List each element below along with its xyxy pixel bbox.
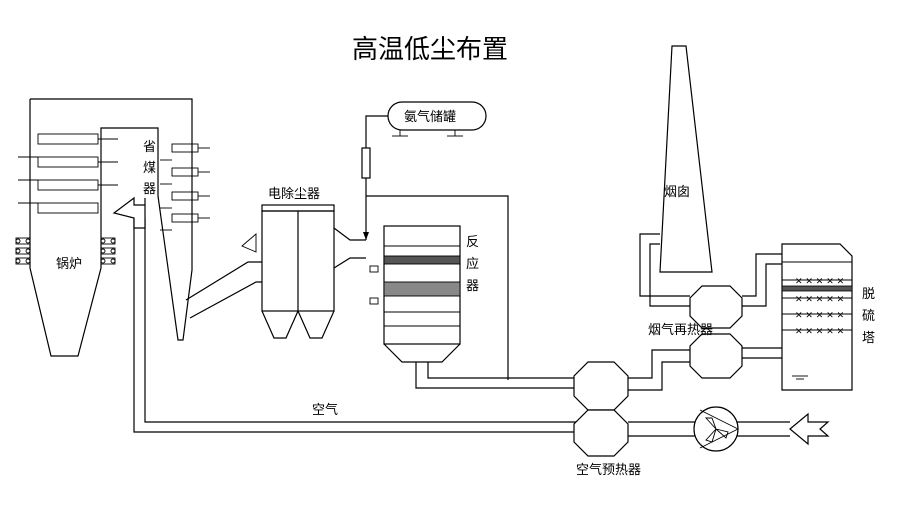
reheater-to-tower-duct	[742, 253, 782, 359]
economizer-to-esp-duct	[185, 233, 262, 319]
boiler-label: 锅炉	[56, 256, 82, 272]
air-label: 空气	[312, 402, 338, 418]
air-duct: 空气	[312, 402, 830, 452]
aph-to-reheater-duct	[628, 349, 690, 391]
svg-text:✕ ✕ ✕ ✕ ✕: ✕ ✕ ✕ ✕ ✕	[795, 327, 844, 337]
air-preheater: 空气预热器	[573, 361, 641, 478]
desulfurization-tower: ✕ ✕ ✕ ✕ ✕ ✕ ✕ ✕ ✕ ✕ ✕ ✕ ✕ ✕ ✕ ✕ ✕ ✕ ✕ ✕ …	[781, 243, 875, 391]
hot-air-duct	[112, 196, 580, 433]
chimney-label: 烟囱	[664, 185, 690, 200]
svg-text:✕ ✕ ✕ ✕ ✕: ✕ ✕ ✕ ✕ ✕	[795, 295, 844, 305]
electrostatic-precipitator: 电除尘器	[261, 187, 366, 339]
reactor-label-1: 反	[466, 235, 479, 250]
svg-text:✕ ✕ ✕ ✕ ✕: ✕ ✕ ✕ ✕ ✕	[795, 277, 844, 287]
catalyst-layer-1	[383, 255, 461, 265]
burner-icons	[15, 237, 116, 265]
boiler-tubes	[18, 133, 118, 214]
economizer-label-1: 省	[143, 140, 156, 155]
chimney: 烟囱	[639, 45, 713, 307]
flow-meter-icon	[361, 147, 371, 179]
ammonia-system: 氨气储罐	[361, 101, 509, 380]
reactor-label-3: 器	[466, 279, 479, 294]
scr-reactor: 反 应 器	[369, 225, 580, 389]
economizer: 省 煤 器	[143, 133, 210, 341]
catalyst-layer-2	[383, 281, 461, 297]
reactor-label-2: 应	[466, 256, 479, 272]
flue-gas-reheater: 烟气再热器	[648, 285, 743, 379]
economizer-label-3: 器	[143, 182, 156, 197]
desulfurization-label-3: 塔	[862, 331, 875, 346]
spray-nozzles: ✕ ✕ ✕ ✕ ✕ ✕ ✕ ✕ ✕ ✕ ✕ ✕ ✕ ✕ ✕ ✕ ✕ ✕ ✕ ✕	[782, 277, 852, 337]
boiler: 锅炉	[15, 98, 193, 357]
esp-label: 电除尘器	[268, 187, 320, 202]
air-preheater-label: 空气预热器	[576, 462, 641, 478]
economizer-tubes	[160, 143, 210, 231]
diagram-title: 高温低尘布置	[352, 35, 508, 65]
desulfurization-label-2: 硫	[862, 309, 875, 324]
desulfurization-label-1: 脱	[862, 287, 875, 302]
flue-gas-reheater-label: 烟气再热器	[648, 322, 713, 338]
svg-text:✕ ✕ ✕ ✕ ✕: ✕ ✕ ✕ ✕ ✕	[795, 311, 844, 321]
air-inlet-arrow-icon	[789, 412, 830, 446]
economizer-label-2: 煤	[143, 161, 156, 176]
ammonia-tank-label: 氨气储罐	[404, 109, 456, 125]
